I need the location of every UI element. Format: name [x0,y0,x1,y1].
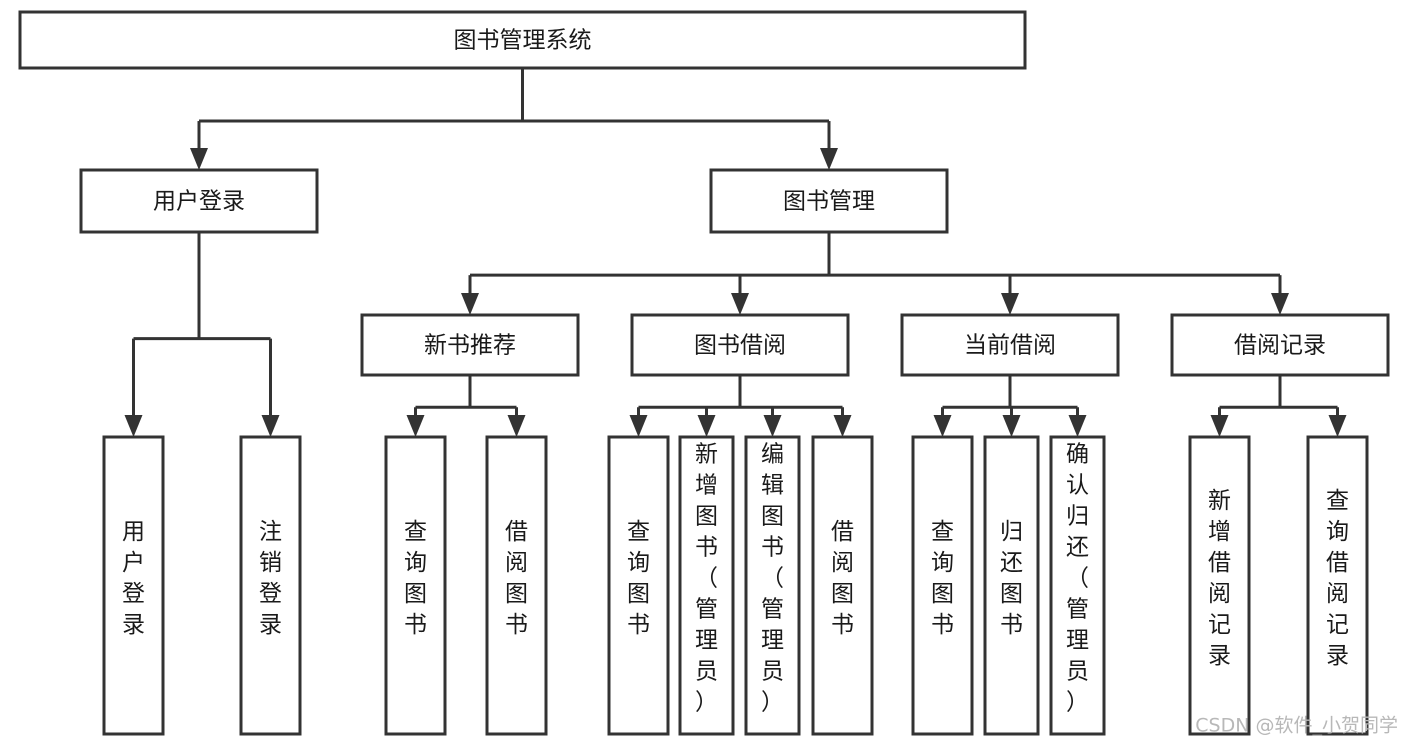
node-leaf-query-book-bor[interactable]: 查询图书 [607,435,670,736]
node-box [811,435,874,736]
arrow-head-icon [461,293,479,315]
node-leaf-return-book[interactable]: 归还图书 [983,435,1040,736]
node-box [911,435,974,736]
arrow-head-icon [731,293,749,315]
node-box [1306,435,1369,736]
arrow-head-icon [1210,415,1229,437]
node-box [1049,435,1106,736]
arrow-head-icon [1328,415,1347,437]
arrow-head-icon [1068,415,1087,437]
arrow-head-icon [933,415,952,437]
node-box [1170,313,1390,377]
node-box [678,435,735,736]
node-label: 借阅图书 [505,519,528,638]
node-box [360,313,580,377]
node-leaf-confirm-return[interactable]: 确认归还（管理员） [1049,435,1106,736]
node-box [744,435,801,736]
node-label: 查询借阅记录 [1326,488,1349,669]
node-borrow-records[interactable]: 借阅记录 [1170,313,1390,377]
arrow-head-icon [763,415,782,437]
arrow-head-icon [261,415,280,437]
node-box [900,313,1120,377]
arrow-head-icon [1002,415,1021,437]
arrow-head-icon [124,415,143,437]
node-box [607,435,670,736]
node-book-management[interactable]: 图书管理 [709,168,949,234]
node-leaf-query-book-cur[interactable]: 查询图书 [911,435,974,736]
node-label: 归还图书 [1000,519,1023,638]
node-book-borrow[interactable]: 图书借阅 [630,313,850,377]
node-leaf-logout[interactable]: 注销登录 [239,435,302,736]
node-user-login[interactable]: 用户登录 [79,168,319,234]
node-root[interactable]: 图书管理系统 [18,10,1027,70]
node-leaf-edit-book[interactable]: 编辑图书（管理员） [744,435,801,736]
node-label: 用户登录 [122,519,145,638]
node-label: 当前借阅 [964,333,1056,359]
arrow-head-icon [1001,293,1019,315]
node-box [1188,435,1251,736]
connector-layer [124,68,1347,437]
node-label: 新增图书（管理员） [695,442,718,716]
node-label: 借阅记录 [1234,333,1326,359]
node-label: 查询图书 [404,519,427,638]
node-label: 新书推荐 [424,333,516,359]
node-layer: 图书管理系统用户登录图书管理新书推荐图书借阅当前借阅借阅记录用户登录注销登录查询… [18,10,1390,736]
arrow-head-icon [629,415,648,437]
node-leaf-add-book[interactable]: 新增图书（管理员） [678,435,735,736]
node-current-borrow[interactable]: 当前借阅 [900,313,1120,377]
node-label: 注销登录 [259,519,282,638]
node-box [983,435,1040,736]
node-label: 图书管理 [783,189,875,215]
node-leaf-add-record[interactable]: 新增借阅记录 [1188,435,1251,736]
arrow-head-icon [697,415,716,437]
node-new-book-recommend[interactable]: 新书推荐 [360,313,580,377]
arrow-head-icon [833,415,852,437]
node-box [709,168,949,234]
node-label: 确认归还（管理员） [1066,442,1089,716]
node-box [630,313,850,377]
node-label: 查询图书 [627,519,650,638]
node-box [384,435,447,736]
node-box [18,10,1027,70]
node-leaf-borrow-book-bor[interactable]: 借阅图书 [811,435,874,736]
node-label: 编辑图书（管理员） [761,442,784,716]
node-label: 用户登录 [153,189,245,215]
node-leaf-query-record[interactable]: 查询借阅记录 [1306,435,1369,736]
node-label: 图书管理系统 [454,28,592,54]
arrow-head-icon [507,415,526,437]
node-box [79,168,319,234]
arrow-head-icon [820,148,838,170]
arrow-head-icon [1271,293,1289,315]
node-label: 借阅图书 [831,519,854,638]
watermark-label: CSDN @软件_小贺同学 [1195,715,1398,737]
node-box [485,435,548,736]
arrow-head-icon [406,415,425,437]
arrow-head-icon [190,148,208,170]
node-leaf-user-login[interactable]: 用户登录 [102,435,165,736]
node-box [102,435,165,736]
node-leaf-query-book-rec[interactable]: 查询图书 [384,435,447,736]
node-label: 查询图书 [931,519,954,638]
node-label: 图书借阅 [694,333,786,359]
node-leaf-borrow-book-rec[interactable]: 借阅图书 [485,435,548,736]
node-label: 新增借阅记录 [1208,488,1231,669]
node-box [239,435,302,736]
